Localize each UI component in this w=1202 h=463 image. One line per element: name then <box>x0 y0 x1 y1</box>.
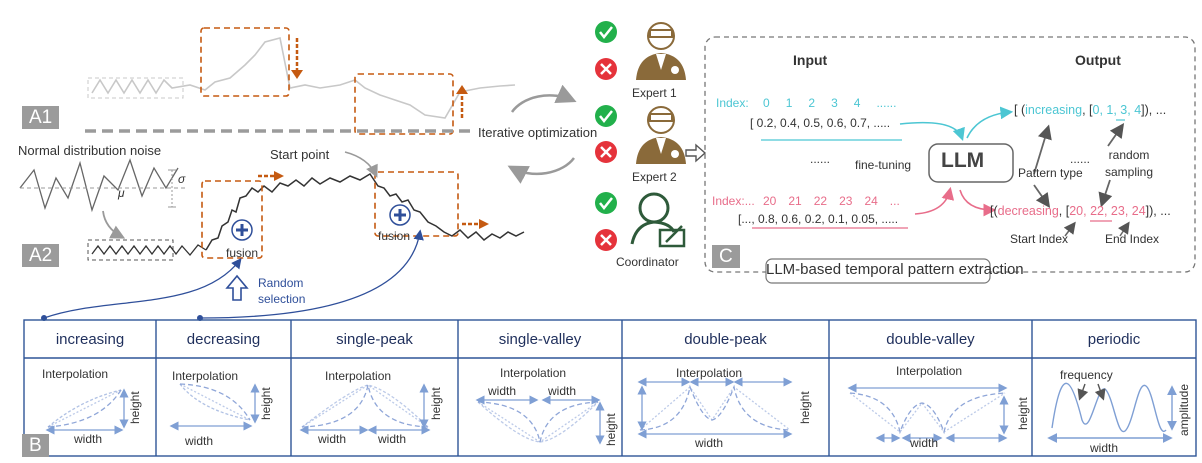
output-2: [(decreasing, [20, 22, 23, 24]), ... <box>990 204 1171 218</box>
ellipsis-middle: ...... <box>810 152 831 166</box>
fusion-label-2: fusion <box>378 229 411 243</box>
noise-plot <box>19 158 186 239</box>
interpolation-label: Interpolation <box>172 369 239 383</box>
increasing-sketch <box>45 388 129 435</box>
width-label: width <box>318 432 347 446</box>
index-label-1: Index: <box>716 96 749 110</box>
llm-label: LLM <box>941 149 985 172</box>
start-point-label: Start point <box>270 147 330 162</box>
right-arrow-icon <box>685 143 707 163</box>
periodic-sketch <box>1047 382 1177 443</box>
plus-icon <box>231 219 253 241</box>
interpolation-label: Interpolation <box>500 366 567 380</box>
pattern-single-peak: single-peak <box>336 330 413 348</box>
section-c-tag: C <box>712 245 740 268</box>
expert-2-label: Expert 2 <box>632 170 677 184</box>
pattern-decreasing: decreasing <box>186 330 261 348</box>
start-point-arrow <box>344 151 378 178</box>
height-label: height <box>604 413 618 446</box>
height-label: height <box>259 387 273 420</box>
index-label-2: Index:... <box>712 194 755 208</box>
height-label: height <box>1016 397 1030 430</box>
mu-symbol: μ <box>118 186 125 200</box>
input-values-2: [..., 0.8, 0.6, 0.2, 0.1, 0.05, ..... <box>738 212 899 226</box>
end-index-label: End Index <box>1105 232 1160 246</box>
width-label: width <box>74 432 103 446</box>
iterative-optimization-label: Iterative optimization <box>478 125 598 140</box>
a1-series <box>87 27 516 135</box>
height-label: height <box>798 391 812 424</box>
cross-icon <box>595 141 617 163</box>
ellipsis-right: ...... <box>1070 152 1091 166</box>
plus-icon <box>389 204 411 226</box>
double-valley-sketch <box>847 383 1009 443</box>
height-label: height <box>429 387 443 420</box>
fusion-label-1: fusion <box>226 246 259 260</box>
height-label: height <box>128 391 142 424</box>
amplitude-label: amplitude <box>1177 383 1191 436</box>
coordinator-icon <box>630 192 686 248</box>
interpolation-label: Interpolation <box>676 366 743 380</box>
caption-box <box>765 258 991 284</box>
fusion-box-2 <box>374 171 459 237</box>
width-label: width <box>378 432 407 446</box>
a2-base-series <box>91 244 207 257</box>
width-label: width <box>548 384 577 398</box>
section-b-frame <box>23 319 1197 457</box>
expert-icon <box>636 106 686 164</box>
width-label: width <box>488 384 517 398</box>
width-label: width <box>185 434 214 448</box>
fine-tuning-label: fine-tuning <box>855 158 912 172</box>
coordinator-label: Coordinator <box>616 255 679 269</box>
check-icon <box>595 105 617 127</box>
width-label: width <box>695 436 724 450</box>
double-peak-sketch <box>637 377 793 439</box>
check-icon <box>595 192 617 214</box>
input-values-1: [ 0.2, 0.4, 0.5, 0.6, 0.7, ..... <box>750 116 891 130</box>
cross-icon <box>595 58 617 80</box>
interpolation-label: Interpolation <box>896 364 963 378</box>
interpolation-label: Interpolation <box>325 369 392 383</box>
interpolation-label: Interpolation <box>42 367 109 381</box>
input-title: Input <box>793 52 828 68</box>
pattern-double-valley: double-valley <box>886 330 975 348</box>
frequency-label: frequency <box>1060 368 1113 382</box>
random-selection-link-1 <box>43 257 242 319</box>
width-label: width <box>1090 441 1119 455</box>
pattern-increasing: increasing <box>55 330 125 348</box>
iterative-cycle <box>507 84 577 184</box>
up-arrow-icon <box>225 274 249 301</box>
pattern-periodic: periodic <box>1087 330 1141 348</box>
start-index-label: Start Index <box>1010 232 1069 246</box>
single-peak-sketch <box>299 383 431 435</box>
output-title: Output <box>1075 52 1121 68</box>
section-a1-tag: A1 <box>22 106 60 129</box>
caption: LLM-based temporal pattern extraction <box>766 261 1024 278</box>
section-c-frame <box>704 36 1196 273</box>
expert-icon <box>636 22 686 80</box>
decreasing-sketch <box>169 383 260 431</box>
expert-1-label: Expert 1 <box>632 86 677 100</box>
sigma-symbol: σ <box>178 172 186 186</box>
llm-box <box>928 143 1014 183</box>
random-selection-link-2 <box>199 229 424 319</box>
cross-icon <box>595 229 617 251</box>
pattern-single-valley: single-valley <box>498 330 582 348</box>
section-a2-tag: A2 <box>22 244 60 267</box>
a2-fused-series <box>205 172 525 251</box>
width-label: width <box>910 436 939 450</box>
section-b-tag: B <box>22 434 49 457</box>
check-icon <box>595 21 617 43</box>
output-1: [ (increasing, [0, 1, 3, 4]), ... <box>1014 103 1167 117</box>
single-valley-sketch <box>475 395 605 445</box>
pattern-type-label: Pattern type <box>1018 166 1083 180</box>
pattern-double-peak: double-peak <box>684 330 767 348</box>
noise-label: Normal distribution noise <box>18 143 162 158</box>
